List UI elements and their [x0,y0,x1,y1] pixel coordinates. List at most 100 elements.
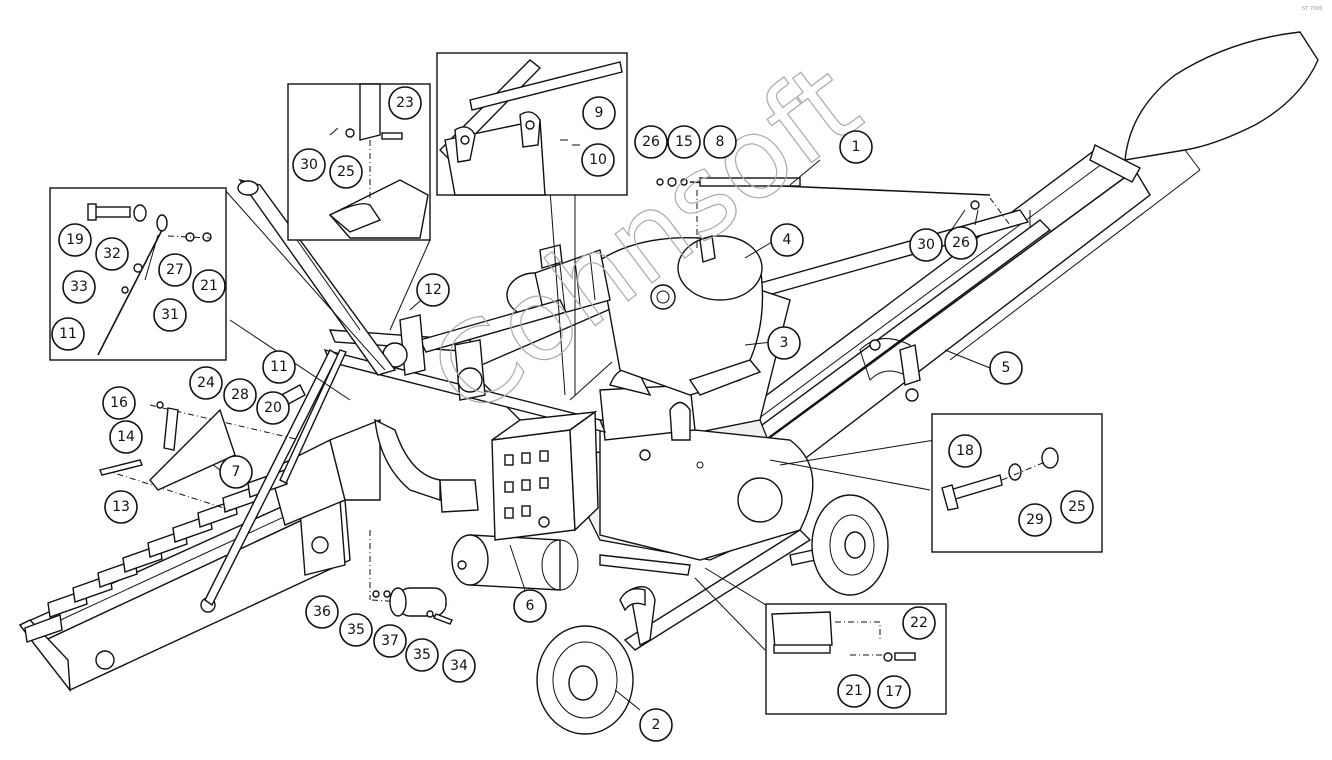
svg-text:37: 37 [381,633,399,649]
svg-text:35: 35 [413,647,431,663]
svg-text:13: 13 [112,499,130,515]
swing-auger [18,418,381,693]
svg-text:16: 16 [110,395,128,411]
callout-19: 19 [58,223,92,257]
callout-20: 20 [256,391,290,425]
callout-30: 30 [909,228,943,262]
svg-text:22: 22 [910,615,928,631]
svg-text:29: 29 [1026,512,1044,528]
callout-21: 21 [837,674,871,708]
callout-15: 15 [667,125,701,159]
svg-text:19: 19 [66,232,84,248]
callout-31: 31 [153,298,187,332]
callout-16: 16 [102,386,136,420]
callout-17: 17 [877,675,911,709]
callout-23: 23 [388,86,422,120]
lower-drum [451,534,579,591]
svg-text:21: 21 [200,278,218,294]
callout-1: 1 [839,130,873,164]
callout-11-inset: 11 [51,317,85,351]
callout-18: 18 [948,434,982,468]
svg-text:20: 20 [264,400,282,416]
callout-32: 32 [95,237,129,271]
svg-text:27: 27 [166,262,184,278]
svg-text:25: 25 [1068,499,1086,515]
callout-36: 36 [305,595,339,629]
svg-text:25: 25 [337,164,355,180]
callout-5: 5 [989,351,1023,385]
svg-text:33: 33 [70,279,88,295]
svg-text:23: 23 [396,95,414,111]
braces [204,348,479,607]
wheels-axle [536,494,889,735]
upper-conveyor [718,31,1319,471]
svg-text:34: 34 [450,658,468,674]
svg-text:18: 18 [956,443,974,459]
svg-text:11: 11 [270,359,288,375]
svg-text:2: 2 [652,717,661,733]
svg-text:8: 8 [716,134,725,150]
svg-text:26: 26 [952,235,970,251]
svg-text:10: 10 [589,152,607,168]
callout-27: 27 [158,253,192,287]
callout-14: 14 [109,420,143,454]
svg-text:4: 4 [783,232,792,248]
small-parts [99,384,453,625]
machine-drawing [18,31,1319,735]
svg-text:3: 3 [780,335,789,351]
callout-25-inset: 25 [329,155,363,189]
callout-35-left: 35 [339,613,373,647]
svg-text:24: 24 [197,375,215,391]
hydraulic-rods [656,177,991,210]
svg-text:30: 30 [917,237,935,253]
callout-37: 37 [373,624,407,658]
callout-2: 2 [639,708,673,742]
callout-3: 3 [767,326,801,360]
callout-21-inset: 21 [192,269,226,303]
svg-text:26: 26 [642,134,660,150]
svg-text:7: 7 [232,464,241,480]
callout-8: 8 [703,125,737,159]
svg-text:1: 1 [852,139,861,155]
callout-11: 11 [262,350,296,384]
control-box [491,410,599,541]
svg-text:32: 32 [103,246,121,262]
svg-text:28: 28 [231,387,249,403]
svg-text:30: 30 [300,157,318,173]
svg-text:15: 15 [675,134,693,150]
callout-9: 9 [582,96,616,130]
callout-30-inset: 30 [292,148,326,182]
callout-26-top: 26 [634,125,668,159]
callout-4: 4 [770,223,804,257]
svg-text:14: 14 [117,429,135,445]
callout-6: 6 [513,589,547,623]
callout-10: 10 [581,143,615,177]
callout-34: 34 [442,649,476,683]
svg-text:11: 11 [59,326,77,342]
svg-text:5: 5 [1002,360,1011,376]
svg-text:21: 21 [845,683,863,699]
inset-bolt-detail [931,413,1103,553]
svg-text:31: 31 [161,307,179,323]
svg-text:17: 17 [885,684,903,700]
callout-13: 13 [104,490,138,524]
svg-text:12: 12 [424,282,442,298]
callout-12: 12 [416,273,450,307]
callout-29: 29 [1018,503,1052,537]
callout-26: 26 [944,226,978,260]
callout-25: 25 [1060,490,1094,524]
svg-text:36: 36 [313,604,331,620]
callout-7: 7 [219,455,253,489]
svg-text:6: 6 [526,598,535,614]
callout-22: 22 [902,606,936,640]
callout-28: 28 [223,378,257,412]
svg-text:9: 9 [595,105,604,121]
callout-24: 24 [189,366,223,400]
svg-text:35: 35 [347,622,365,638]
callout-35: 35 [405,638,439,672]
gearbox-housing [599,235,764,396]
corner-stamp: ST 7000 [1302,6,1323,12]
auger-flights [24,469,288,643]
callout-33: 33 [62,270,96,304]
